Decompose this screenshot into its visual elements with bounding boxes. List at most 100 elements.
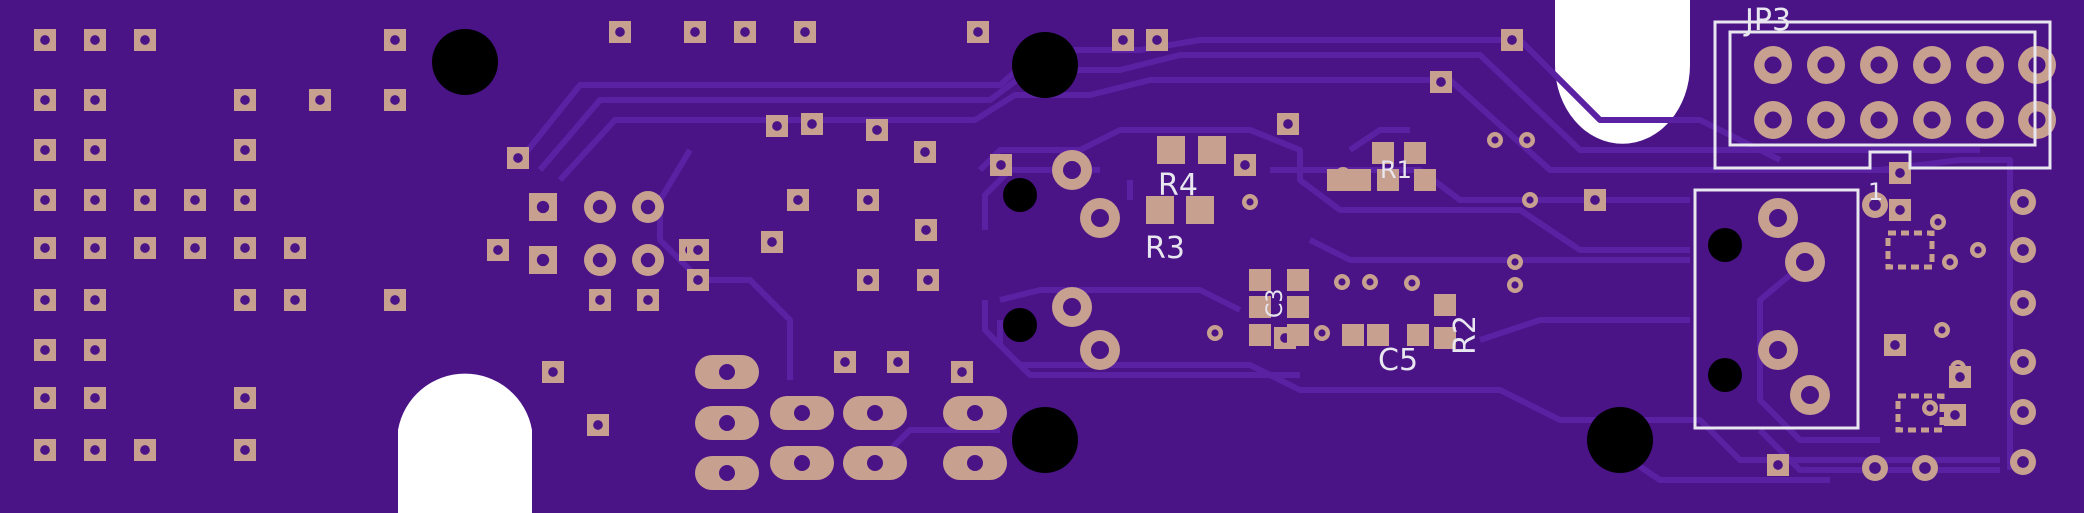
- pad-drill: [1523, 136, 1531, 144]
- pad-drill: [1895, 205, 1905, 215]
- pad-drill: [1764, 56, 1782, 74]
- pad-drill: [390, 35, 400, 45]
- pad-drill: [2017, 456, 2029, 468]
- pad-drill: [1870, 111, 1888, 129]
- label-jp3: JP3: [1743, 3, 1791, 38]
- pad-drill: [1976, 111, 1994, 129]
- pad-drill: [1590, 195, 1600, 205]
- pad-drill: [1408, 279, 1416, 287]
- smd-pad: [1342, 324, 1364, 346]
- trace: [977, 127, 1690, 253]
- smd-pad: [1407, 324, 1429, 346]
- smd-pad: [1157, 136, 1185, 164]
- pad-drill: [493, 245, 503, 255]
- pad-drill: [1974, 246, 1982, 254]
- pad-drill: [240, 243, 250, 253]
- pad-drill: [1801, 386, 1819, 404]
- pad-drill: [1769, 341, 1787, 359]
- pad-drill: [867, 405, 883, 421]
- pad-drill: [967, 455, 983, 471]
- pad-drill: [90, 393, 100, 403]
- pad-drill: [1869, 199, 1881, 211]
- smd-pad: [1287, 296, 1309, 318]
- smd-pad: [1372, 142, 1394, 164]
- pad-drill: [1976, 56, 1994, 74]
- pad-drill: [90, 295, 100, 305]
- smd-pad: [1287, 269, 1309, 291]
- pad-drill: [1318, 329, 1326, 337]
- pad-drill: [1796, 253, 1814, 271]
- pad-drill: [1950, 410, 1960, 420]
- label-r2: R2: [1448, 315, 1483, 355]
- trace: [1757, 247, 1880, 443]
- pad-drill: [1938, 326, 1946, 334]
- mounting-hole: [432, 29, 498, 95]
- pad-drill: [1118, 35, 1128, 45]
- smd-pad: [1249, 269, 1271, 291]
- pad-drill: [1240, 160, 1250, 170]
- pad-drill: [90, 95, 100, 105]
- pad-drill: [290, 295, 300, 305]
- pad-drill: [40, 393, 50, 403]
- trace: [557, 77, 1900, 183]
- pad-drill: [1817, 56, 1835, 74]
- pad-drill: [90, 243, 100, 253]
- smd-pad: [1349, 169, 1371, 191]
- pad-drill: [1923, 111, 1941, 129]
- label-c3-partial: C3: [1263, 289, 1288, 318]
- pad-drill: [1817, 111, 1835, 129]
- pad-drill: [967, 405, 983, 421]
- trace: [997, 320, 1300, 378]
- pad-drill: [240, 195, 250, 205]
- pad-drill: [513, 153, 523, 163]
- pad-drill: [140, 35, 150, 45]
- pad-drill: [794, 455, 810, 471]
- pad-drill: [643, 295, 653, 305]
- pad-drill: [40, 345, 50, 355]
- pad-drill: [1919, 462, 1931, 474]
- mounting-hole: [1012, 32, 1078, 98]
- pad-drill: [772, 121, 782, 131]
- trace: [1348, 127, 1410, 153]
- pad-drill: [740, 27, 750, 37]
- smd-pad: [1186, 196, 1214, 224]
- pad-drill: [593, 420, 603, 430]
- pad-drill: [2017, 297, 2029, 309]
- pad-drill: [640, 199, 656, 215]
- mounting-holes: [432, 29, 1742, 473]
- pad-drill: [240, 393, 250, 403]
- pad-drill: [996, 160, 1006, 170]
- pad-drill: [2028, 56, 2046, 74]
- smd-pad: [1249, 296, 1271, 318]
- pad-drill: [690, 27, 700, 37]
- pad-drill: [1063, 298, 1081, 316]
- pad-drill: [240, 445, 250, 455]
- smd-pad: [1287, 324, 1309, 346]
- pad-drill: [1526, 196, 1534, 204]
- smd-pad: [1198, 136, 1226, 164]
- trace: [537, 52, 1980, 172]
- smd-pad: [1327, 169, 1349, 191]
- pad-drill: [719, 364, 735, 380]
- pad-drill: [140, 243, 150, 253]
- trace: [1308, 237, 1690, 263]
- pad-drill: [693, 275, 703, 285]
- pad-drill: [40, 243, 50, 253]
- pad-drill: [794, 405, 810, 421]
- pad-drill: [536, 253, 550, 267]
- trace: [1479, 317, 1690, 343]
- pad-drill: [2017, 244, 2029, 256]
- pad-drill: [1926, 404, 1934, 412]
- jack-hole: [1708, 358, 1742, 392]
- pad-drill: [2017, 196, 2029, 208]
- trace: [999, 287, 1242, 313]
- pad-drill: [1491, 136, 1499, 144]
- jack-hole: [1003, 308, 1037, 342]
- pad-drill: [40, 95, 50, 105]
- pad-drill: [2017, 406, 2029, 418]
- pad-drill: [1890, 340, 1900, 350]
- pad-drill: [390, 295, 400, 305]
- pad-drill: [90, 145, 100, 155]
- pad-drill: [1091, 209, 1109, 227]
